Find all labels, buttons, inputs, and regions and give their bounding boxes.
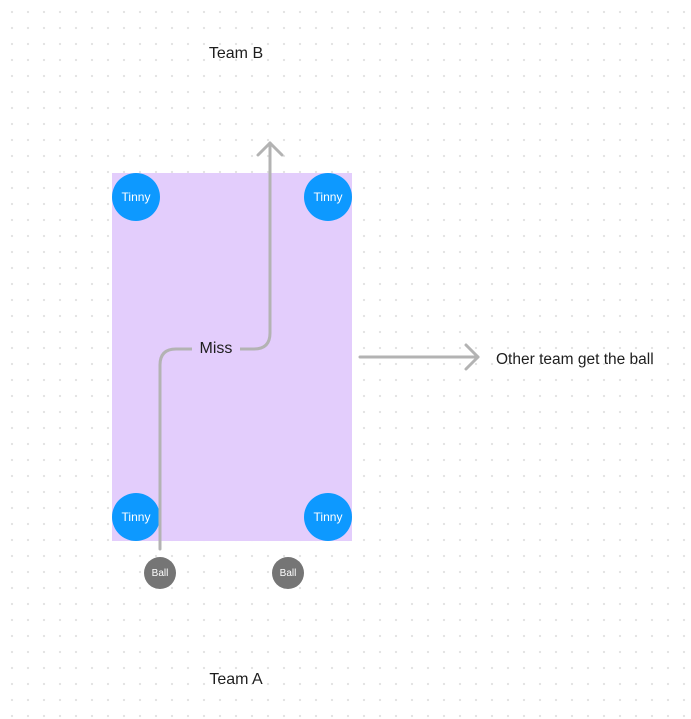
- outcome-label: Other team get the ball: [496, 351, 654, 368]
- ball-right[interactable]: Ball: [272, 557, 304, 589]
- ball-left[interactable]: Ball: [144, 557, 176, 589]
- miss-label: Miss: [192, 337, 240, 361]
- player-tinny-top-right[interactable]: Tinny: [304, 173, 352, 221]
- team-a-label: Team A: [209, 671, 263, 688]
- team-b-label: Team B: [208, 45, 264, 62]
- player-tinny-top-left[interactable]: Tinny: [112, 173, 160, 221]
- player-tinny-bottom-left[interactable]: Tinny: [112, 493, 160, 541]
- outcome-arrowhead-icon: [464, 343, 480, 371]
- player-tinny-bottom-right[interactable]: Tinny: [304, 493, 352, 541]
- miss-arrowhead-icon: [256, 141, 284, 157]
